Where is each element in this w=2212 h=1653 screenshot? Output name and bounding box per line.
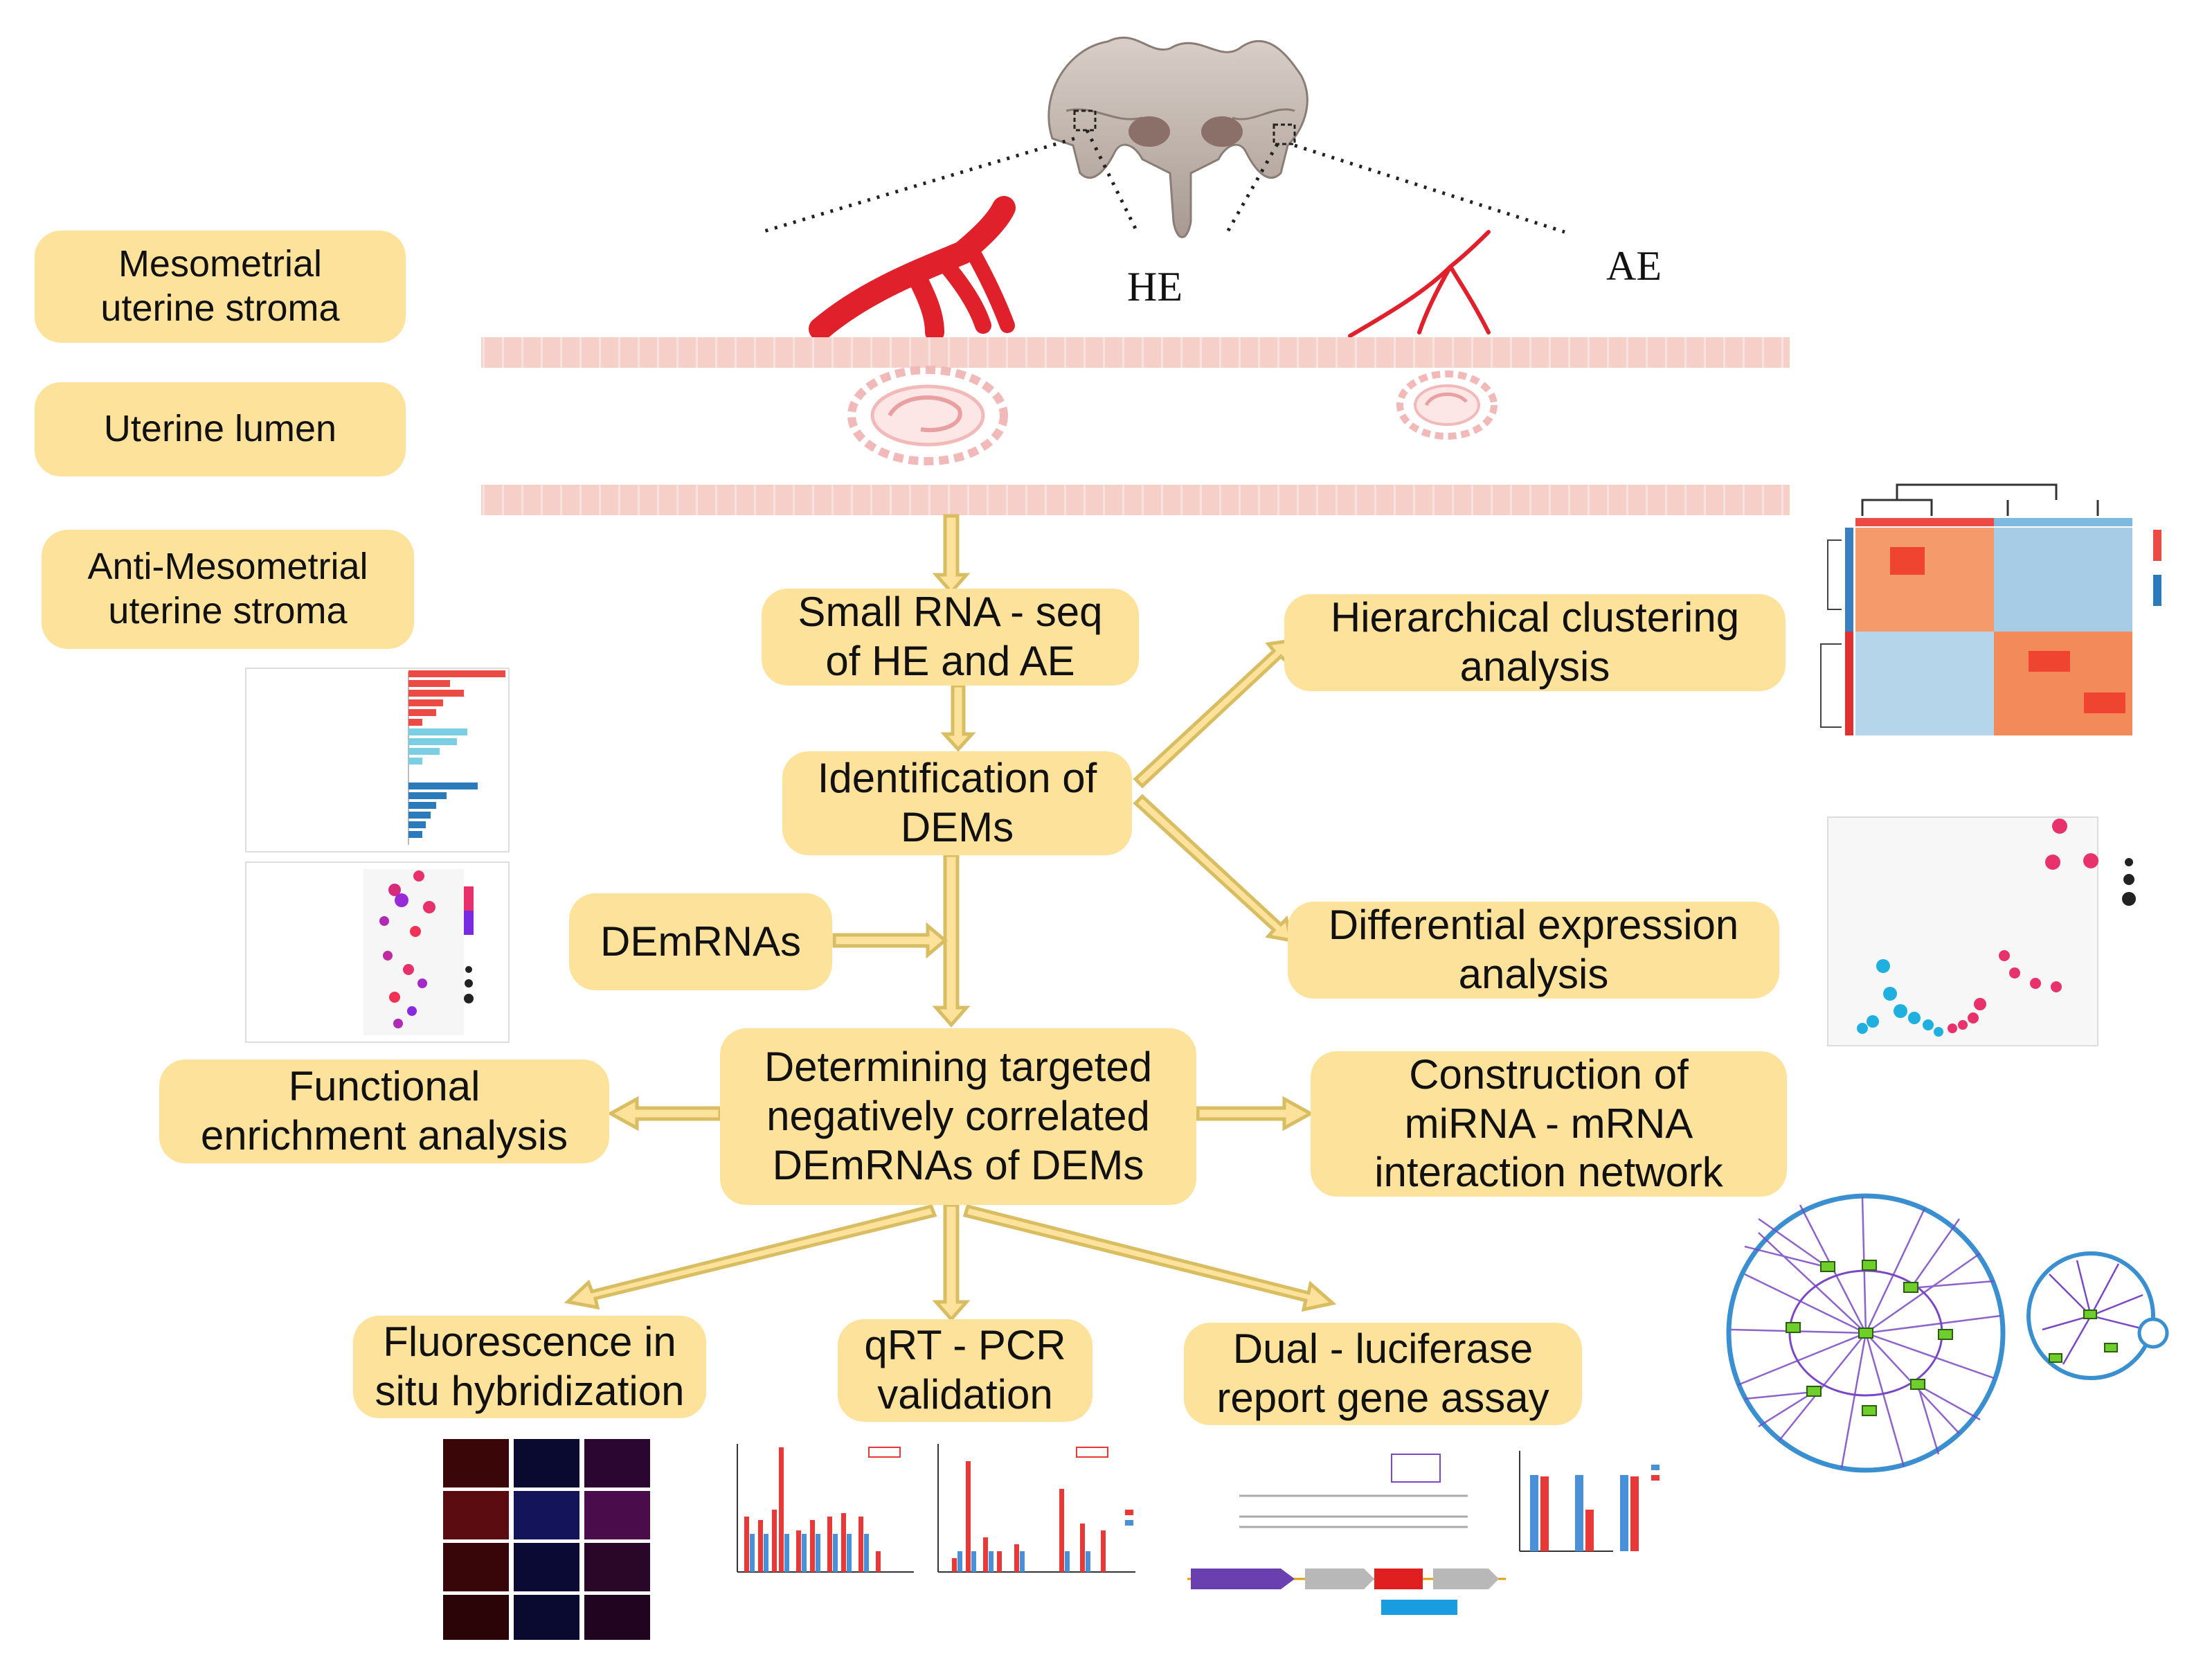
fish-image-grid [443,1439,650,1640]
embryo-icon [847,366,1498,465]
step-qrtpcr-text: qRT - PCR validation [864,1322,1066,1418]
epithelium-layers [481,337,1790,515]
step-luciferase-text: Dual - luciferase report gene assay [1216,1325,1549,1421]
step-differential-text: Differential expression analysis [1328,902,1739,997]
mesometrial-stroma-label: Mesometrial uterine stroma [35,231,406,343]
ae-label: AE [1606,243,1662,289]
enrichment-dot-plot [245,861,510,1043]
qrtpcr-bar-chart [727,1440,1142,1607]
luciferase-assay-thumbnail [1187,1444,1660,1615]
he-label: HE [1127,264,1183,310]
step-qrtpcr: qRT - PCR validation [838,1319,1092,1422]
step-hierarchical-clustering: Hierarchical clustering analysis [1284,594,1786,691]
enrichment-bar-chart [245,668,510,852]
step-determining-text: Determining targeted negatively correlat… [764,1044,1153,1188]
anti-mesometrial-stroma-text: Anti-Mesometrial uterine stroma [87,546,368,632]
step-differential-expression: Differential expression analysis [1288,902,1779,999]
step-dual-luciferase: Dual - luciferase report gene assay [1184,1323,1582,1425]
flow-arrows [564,514,1337,1322]
step-identification-text: Identification of DEMs [817,755,1097,850]
step-functional-enrichment: Functional enrichment analysis [159,1060,609,1163]
step-determining-targets: Determining targeted negatively correlat… [720,1028,1196,1205]
mesometrial-stroma-text: Mesometrial uterine stroma [100,243,340,329]
blood-vessel-icon [809,196,1491,342]
step-small-rna-seq: Small RNA - seq of HE and AE [762,589,1139,686]
step-identification-of-dems: Identification of DEMs [782,751,1132,855]
uterus-illustration [1047,36,1309,238]
volcano-plot-thumbnail [1827,816,2136,1046]
uterine-lumen-text: Uterine lumen [103,408,337,450]
step-demrnas: DEmRNAs [569,893,832,990]
anti-mesometrial-stroma-label: Anti-Mesometrial uterine stroma [42,530,414,649]
step-fish-text: Fluorescence in situ hybridization [375,1319,685,1414]
step-functional-text: Functional enrichment analysis [200,1063,568,1159]
step-interaction-network: Construction of miRNA - mRNA interaction… [1311,1051,1787,1197]
step-small-rna-seq-text: Small RNA - seq of HE and AE [798,589,1103,684]
step-demrnas-text: DEmRNAs [600,918,801,965]
step-network-text: Construction of miRNA - mRNA interaction… [1374,1051,1723,1196]
uterine-lumen-label: Uterine lumen [35,382,406,476]
heatmap-thumbnail [1807,478,2181,776]
step-hierarchical-text: Hierarchical clustering analysis [1330,594,1740,690]
network-thumbnail [1726,1193,2169,1473]
step-fish: Fluorescence in situ hybridization [353,1316,706,1418]
zoom-lines [761,129,1565,237]
